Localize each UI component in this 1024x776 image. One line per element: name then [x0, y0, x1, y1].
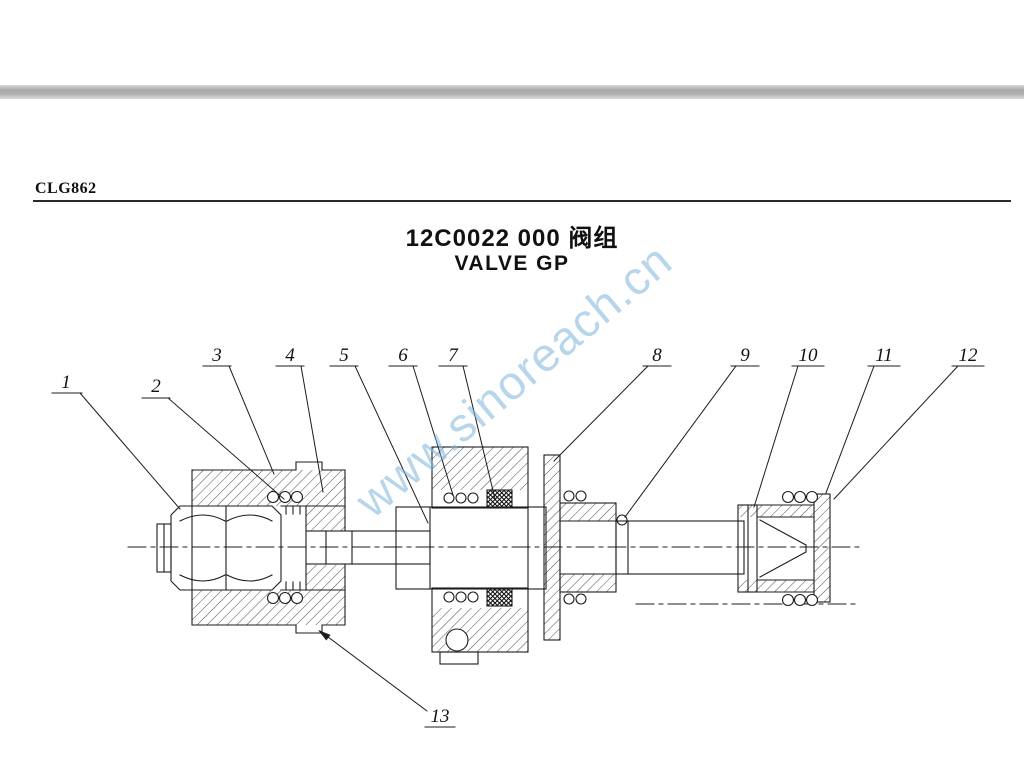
callout-7: 7: [448, 345, 459, 366]
callout-3: 3: [211, 345, 222, 366]
valve-body-left: [191, 461, 346, 634]
callout-11: 11: [875, 345, 893, 366]
seal-rings: [443, 489, 513, 607]
callout-13: 13: [431, 706, 450, 727]
poppet-housing: [737, 490, 831, 607]
header-rule: [33, 200, 1011, 202]
callout-10: 10: [799, 345, 819, 366]
callout-6: 6: [398, 345, 408, 366]
doc-code: CLG862: [35, 180, 97, 197]
page-subtitle: VALVE GP: [454, 252, 570, 275]
callout-9: 9: [740, 345, 750, 366]
check-ball: [445, 628, 469, 652]
page-title: 12C0022 000 阀组: [405, 225, 619, 252]
callout-leaders: [51, 365, 985, 728]
spool: [395, 506, 547, 590]
callout-4: 4: [285, 345, 295, 366]
hex-plug: [170, 505, 307, 591]
callout-1: 1: [61, 372, 71, 393]
leader-arrowhead: [318, 630, 331, 641]
spring-left: [266, 490, 304, 605]
section-hatching: [192, 447, 830, 652]
push-rod: [615, 520, 745, 575]
pilot-ball: [616, 514, 628, 526]
callout-2: 2: [151, 376, 161, 397]
callout-8: 8: [652, 345, 662, 366]
callout-labels: 1 2 3 4 5 6 7 8 9 10 11 12 13: [61, 345, 978, 727]
callout-12: 12: [959, 345, 979, 366]
valve-cap-right: [559, 490, 617, 605]
top-divider-band: [0, 85, 1024, 99]
valve-stem: [305, 530, 431, 565]
end-washer: [156, 523, 172, 573]
callout-5: 5: [339, 345, 349, 366]
